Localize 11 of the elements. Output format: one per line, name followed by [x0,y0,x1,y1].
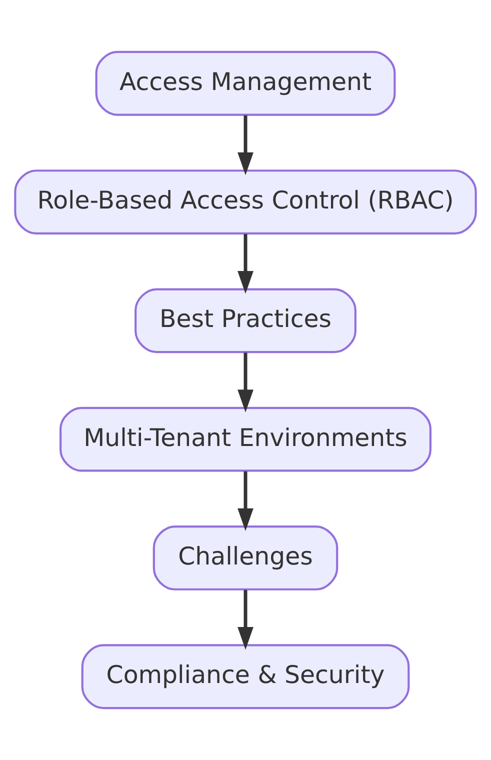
arrow [238,590,254,650]
node-box: Challenges [152,526,338,590]
node-box: Multi-Tenant Environments [60,406,432,472]
arrow [238,115,254,176]
arrow [238,352,254,412]
node-box: Role-Based Access Control (RBAC) [14,170,477,234]
arrow [238,234,254,294]
node-box: Access Management [95,50,396,116]
node-box: Compliance & Security [81,644,410,710]
arrow [238,471,254,532]
node-box: Best Practices [134,288,356,354]
